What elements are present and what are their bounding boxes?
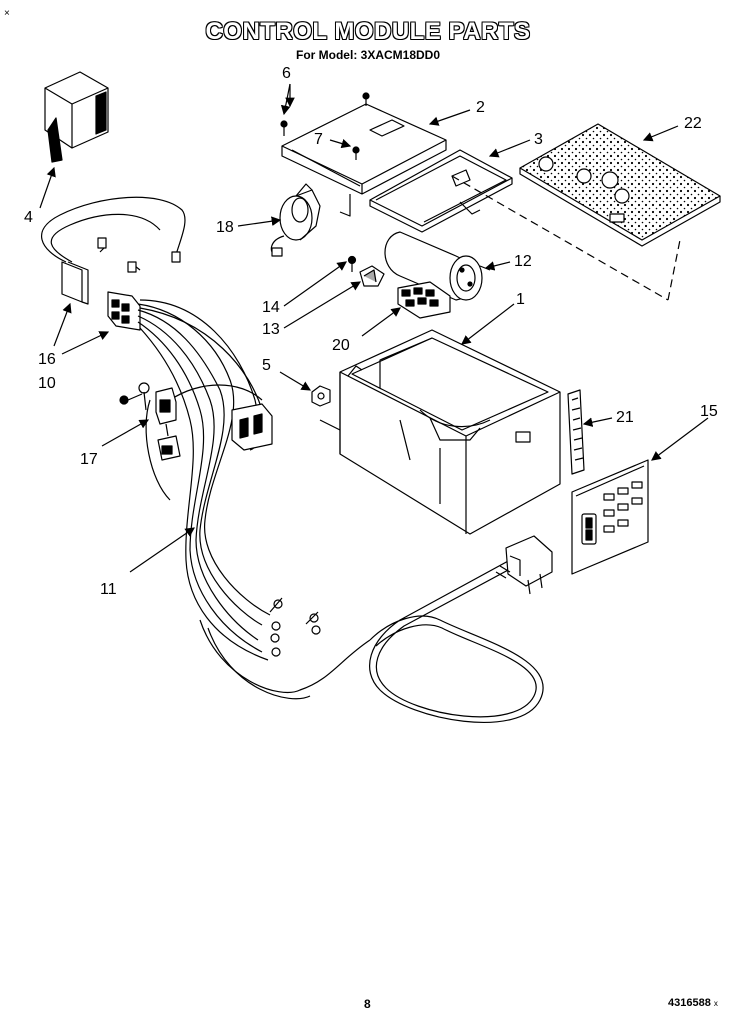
callout-5: 5 (262, 357, 271, 374)
power-cord (369, 535, 553, 723)
callout-14: 14 (262, 299, 280, 316)
housing-box-part-1 (319, 329, 561, 535)
nut-part-5 (311, 385, 331, 407)
terminal-strip-part-20 (397, 281, 451, 319)
ground-connector-part-17 (119, 382, 181, 501)
callout-15: 15 (700, 403, 718, 420)
callout-11: 11 (100, 581, 117, 598)
alignment-dashes (451, 175, 681, 301)
callout-1: 1 (516, 291, 525, 308)
callout-18: 18 (216, 219, 234, 236)
insulation-pad-part-22 (519, 123, 721, 247)
document-number-text: 4316588 (668, 997, 711, 1009)
connector-part-16 (41, 196, 186, 305)
callout-12: 12 (514, 253, 532, 270)
callout-22: 22 (684, 115, 702, 132)
callout-2: 2 (476, 99, 485, 116)
motor-part-18 (270, 183, 321, 257)
callout-17: 17 (80, 451, 98, 468)
callout-7: 7 (314, 131, 323, 148)
document-suffix: x (713, 999, 718, 1008)
callout-13: 13 (262, 321, 280, 338)
callout-labels: 4 6 7 2 3 22 18 12 14 13 1 20 5 21 15 16… (24, 65, 718, 598)
circuit-board-part-3 (369, 149, 513, 233)
callout-4: 4 (24, 209, 33, 226)
bracket-part-4 (44, 71, 109, 163)
callout-21: 21 (616, 409, 634, 426)
model-subtitle: For Model: 3XACM18DD0 (295, 48, 441, 62)
wire-harness-part-11 (137, 299, 371, 700)
screw-part-14 (347, 255, 357, 272)
cover-plate-part-2 (280, 92, 447, 217)
page-title: CONTROL MODULE PARTS (205, 18, 531, 45)
callout-16: 16 (38, 351, 56, 368)
control-panel-part-15 (571, 459, 649, 575)
document-number: 4316588 x (668, 997, 718, 1009)
terminal-block-part-10 (107, 291, 141, 331)
callout-3: 3 (534, 131, 543, 148)
capacitor-part-12 (384, 231, 491, 301)
leader-lines (39, 83, 709, 573)
callout-10: 10 (38, 375, 56, 392)
corner-mark: × (4, 8, 10, 19)
clip-part-13 (359, 265, 385, 287)
callout-6: 6 (282, 65, 291, 82)
callout-20: 20 (332, 337, 350, 354)
strip-part-21 (567, 389, 585, 475)
page-number: 8 (364, 997, 371, 1011)
